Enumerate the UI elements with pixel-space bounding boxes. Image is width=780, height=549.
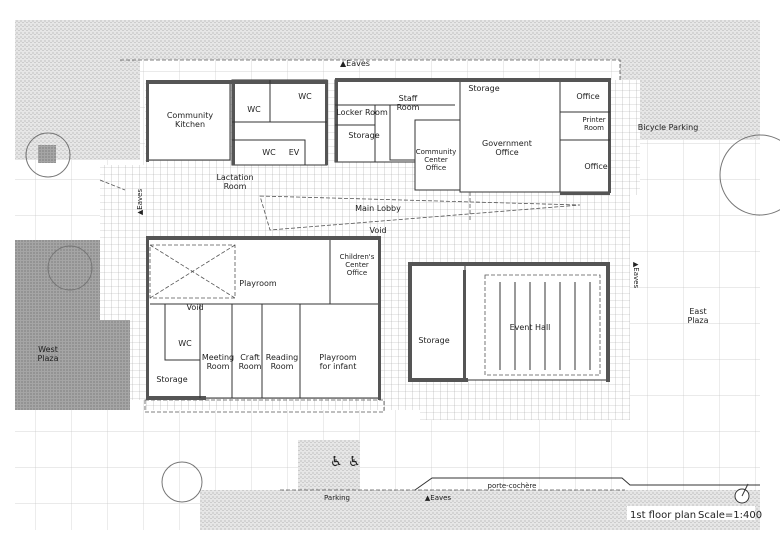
- accessible-parking-icon: ♿: [330, 454, 343, 470]
- label-office: Office: [576, 92, 599, 101]
- label-storage: Storage: [418, 336, 449, 345]
- label-void-lobby: Void: [369, 226, 386, 235]
- plan-title: 1st floor plan: [630, 510, 696, 521]
- label-staff-room: Staff: [399, 94, 418, 103]
- title-box: [627, 506, 755, 520]
- label-void: Void: [186, 303, 203, 312]
- north-planting: [15, 20, 760, 160]
- label-wc: WC: [247, 105, 261, 114]
- tree-circle: [25, 132, 71, 178]
- label-wc: WC: [178, 339, 192, 348]
- label-government-office-2: Office: [495, 148, 518, 157]
- label-community-center-office-2: Center: [424, 156, 448, 164]
- label-lactation-room-2: Room: [224, 182, 247, 191]
- label-porte-cochere: porte-cochère: [488, 482, 537, 490]
- label-reading-room: Reading: [266, 353, 298, 362]
- tree-circle: [161, 461, 203, 503]
- porte-cochere-edge: [414, 477, 760, 491]
- label-storage: Storage: [468, 84, 499, 93]
- room-labels: ▲Eaves Community Kitchen WC WC WC EV Loc…: [37, 59, 708, 502]
- bicycle-parking-area: [620, 45, 760, 140]
- label-parking: Parking: [324, 494, 350, 502]
- tree-circle: [47, 245, 93, 291]
- label-playroom-for-infant-2: for infant: [320, 362, 357, 371]
- label-west-plaza-2: Plaza: [37, 354, 58, 363]
- label-childrens-center-office-3: Office: [347, 269, 367, 277]
- label-event-hall: Event Hall: [510, 323, 551, 332]
- label-printer-room: Printer: [582, 116, 605, 124]
- label-meeting-room-2: Room: [207, 362, 230, 371]
- parking-area: [298, 440, 360, 490]
- label-lactation-room: Lactation: [216, 173, 253, 182]
- label-storage: Storage: [156, 375, 187, 384]
- label-staff-room-2: Room: [397, 103, 420, 112]
- accessible-parking-icon: ♿: [348, 454, 361, 470]
- partitions: [99, 59, 621, 413]
- tree-pit: [38, 145, 56, 163]
- eaves-label-south: ▲Eaves: [425, 494, 452, 502]
- event-storage-room: [409, 263, 466, 381]
- government-office-room: [459, 79, 561, 193]
- plan-scale: Scale=1:400: [698, 510, 762, 521]
- label-wc: WC: [262, 148, 276, 157]
- eaves-label-west: ▲Eaves: [136, 189, 144, 216]
- label-playroom: Playroom: [239, 279, 277, 288]
- eaves-label-north: ▲Eaves: [340, 59, 370, 68]
- label-community-kitchen-2: Kitchen: [175, 120, 205, 129]
- label-east-plaza: East: [689, 307, 706, 316]
- label-community-center-office: Community: [416, 148, 457, 156]
- label-west-plaza: West: [38, 345, 58, 354]
- label-wc: WC: [298, 92, 312, 101]
- label-childrens-center-office: Children's: [340, 253, 375, 261]
- label-ev: EV: [289, 148, 300, 157]
- label-childrens-center-office-2: Center: [345, 261, 369, 269]
- label-main-lobby: Main Lobby: [355, 204, 401, 213]
- label-craft-room: Craft: [240, 353, 260, 362]
- eaves-label-east: ▲Eaves: [632, 262, 640, 289]
- label-locker-room: Locker Room: [336, 108, 388, 117]
- event-hall-seating: [484, 274, 601, 376]
- label-east-plaza-2: Plaza: [687, 316, 708, 325]
- label-storage: Storage: [348, 131, 379, 140]
- porte-cochere-area: [200, 490, 760, 530]
- tree-circle: [719, 134, 780, 216]
- north-arrow-needle: [741, 483, 749, 497]
- label-community-center-office-3: Office: [426, 164, 446, 172]
- label-meeting-room: Meeting: [202, 353, 234, 362]
- label-office: Office: [584, 162, 607, 171]
- label-craft-room-2: Room: [239, 362, 262, 371]
- label-community-kitchen: Community: [167, 111, 214, 120]
- label-bicycle-parking: Bicycle Parking: [638, 123, 699, 132]
- label-reading-room-2: Room: [271, 362, 294, 371]
- label-playroom-for-infant: Playroom: [319, 353, 357, 362]
- label-printer-room-2: Room: [584, 124, 604, 132]
- label-government-office: Government: [482, 139, 532, 148]
